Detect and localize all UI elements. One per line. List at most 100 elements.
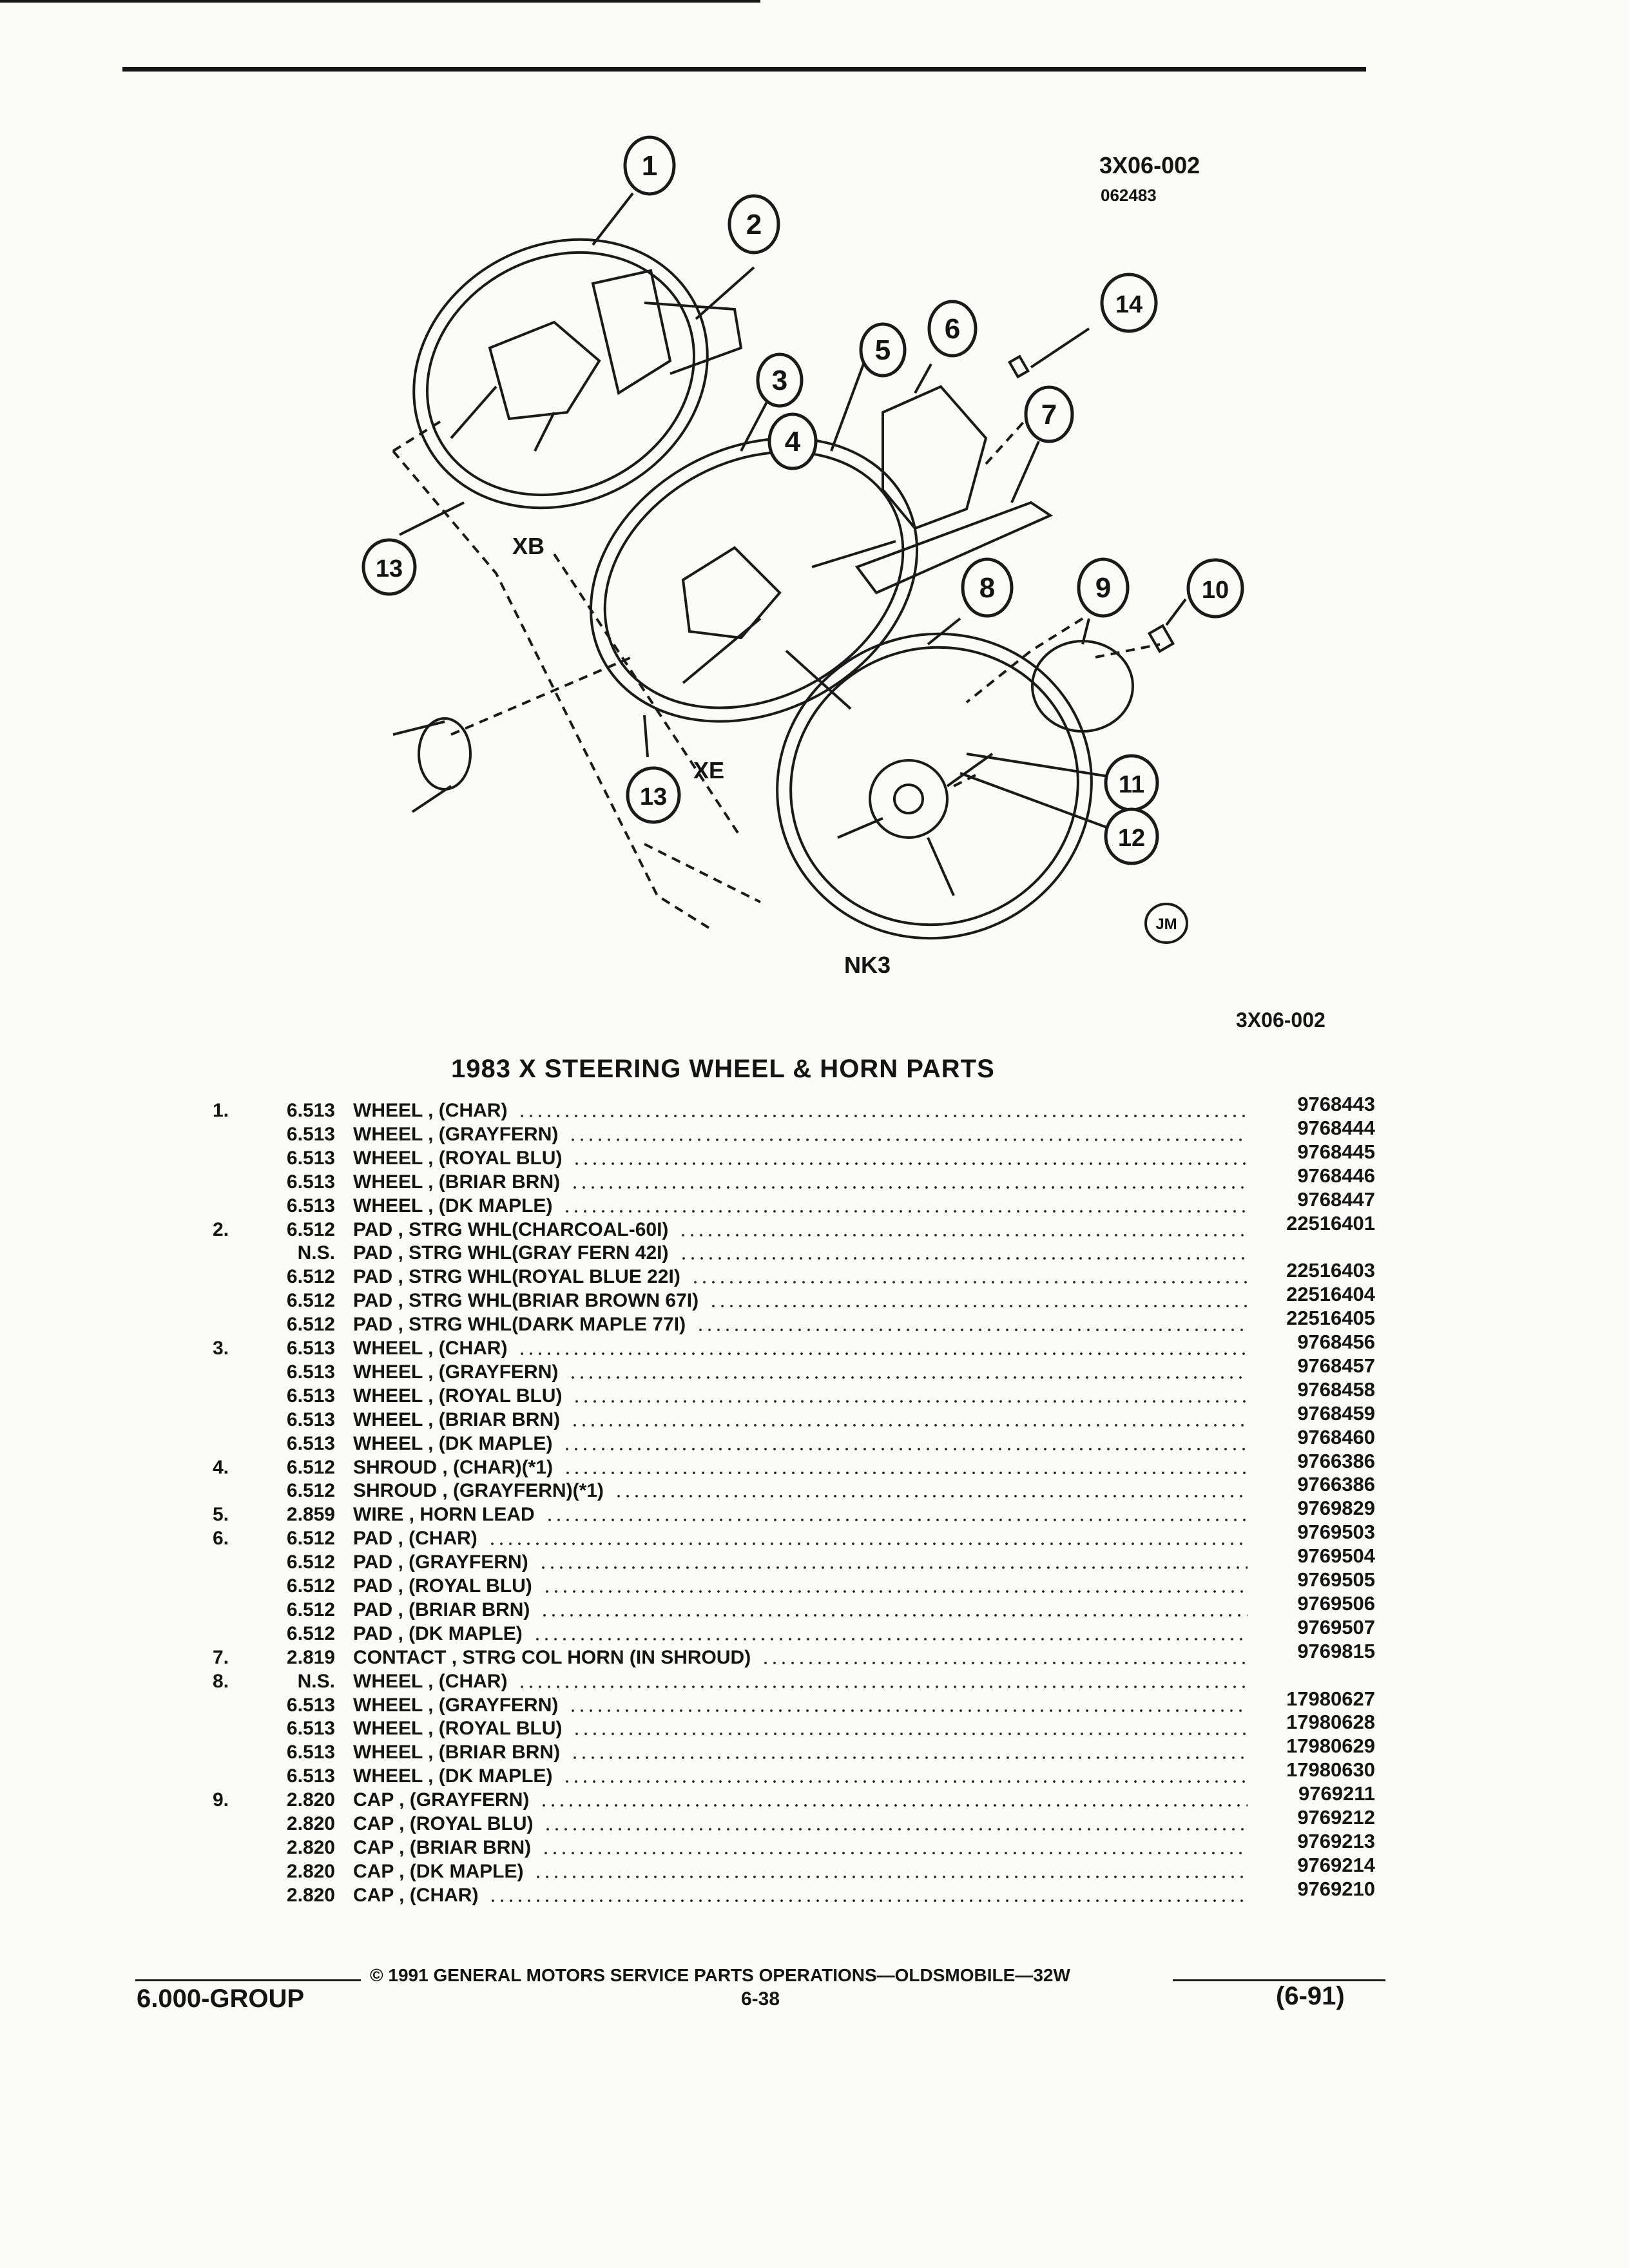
- part-description: CAP , (BRIAR BRN): [353, 1836, 532, 1858]
- part-number: 22516404: [1286, 1283, 1375, 1306]
- artist-mark-text: JM: [1155, 916, 1177, 933]
- part-number: 9766386: [1297, 1473, 1375, 1496]
- part-description: WHEEL , (BRIAR BRN): [353, 1742, 561, 1763]
- page-number: 6-38: [741, 1988, 780, 2010]
- leader-dots: [545, 1517, 1248, 1523]
- part-item-number: 3.: [213, 1338, 229, 1359]
- leader-dots: [679, 1256, 1248, 1262]
- callout-numbers: 1 2 3 4 5 6 7 8 9 10 11 12 13 13 14 JM: [376, 150, 1229, 933]
- header-rule: [122, 67, 1366, 72]
- part-group-code: 2.820: [286, 1860, 335, 1882]
- callout-5: [859, 322, 907, 378]
- steering-column-outline: [392, 398, 1161, 929]
- leader-dots: [691, 1280, 1248, 1285]
- part-item-number: 6.: [213, 1528, 229, 1550]
- part-description: WHEEL , (GRAYFERN): [353, 1694, 559, 1716]
- part-group-code: 6.512: [286, 1622, 335, 1644]
- part-group-code: 6.513: [286, 1100, 335, 1121]
- leader-dots: [488, 1898, 1248, 1903]
- model-labels: XB XE NK3: [512, 533, 891, 978]
- part-number: 9768460: [1297, 1425, 1375, 1448]
- callout-7: [1024, 385, 1074, 443]
- footer-rule-left: [135, 1979, 361, 1981]
- leader-dots: [696, 1327, 1248, 1333]
- callout-13-xb-text: 13: [376, 555, 403, 582]
- callout-3: [756, 352, 804, 408]
- part-description: WHEEL , (CHAR): [353, 1670, 508, 1692]
- part-group-code: 6.512: [286, 1456, 335, 1478]
- part-group-code: 2.820: [286, 1884, 335, 1906]
- callout-9-text: 9: [1095, 572, 1111, 604]
- callout-6: [927, 300, 978, 358]
- leader-dots: [541, 1850, 1248, 1856]
- leader-dots: [540, 1612, 1248, 1618]
- part-number: 9768458: [1297, 1378, 1375, 1401]
- part-number: 9769815: [1297, 1639, 1375, 1662]
- part-group-code: 6.513: [286, 1361, 335, 1383]
- artist-mark-circle: [1144, 903, 1188, 944]
- parts-row: N.S.PAD , STRG WHL(GRAY FERN 42I): [0, 1242, 1629, 1265]
- part-description: SHROUD , (CHAR)(*1): [353, 1456, 553, 1478]
- part-number: 9768445: [1297, 1140, 1375, 1163]
- part-description: PAD , STRG WHL(BRIAR BROWN 67I): [353, 1290, 699, 1312]
- horn-cap: [1031, 640, 1134, 733]
- part-number: 9769504: [1297, 1544, 1375, 1568]
- callout-1-text: 1: [642, 150, 657, 182]
- part-item-number: 5.: [213, 1504, 229, 1526]
- part-description: SHROUD , (GRAYFERN)(*1): [353, 1480, 604, 1502]
- part-10-clip: [1147, 624, 1175, 653]
- part-group-code: N.S.: [297, 1670, 335, 1692]
- part-item-number: 7.: [213, 1646, 229, 1668]
- part-group-code: 6.512: [286, 1480, 335, 1502]
- callout-9: [1077, 557, 1130, 618]
- top-edge-rule: [0, 0, 760, 3]
- part-description: CAP , (CHAR): [353, 1884, 479, 1906]
- part-group-code: 6.512: [286, 1266, 335, 1288]
- leader-dots: [517, 1351, 1248, 1356]
- part-group-code: 6.512: [286, 1599, 335, 1620]
- callout-4-text: 4: [785, 426, 801, 457]
- part-number: 9769214: [1297, 1853, 1375, 1876]
- leader-dots: [570, 1755, 1248, 1761]
- part-description: PAD , STRG WHL(DARK MAPLE 77I): [353, 1314, 686, 1336]
- callout-11-text: 11: [1119, 771, 1144, 798]
- part-group-code: 6.513: [286, 1147, 335, 1169]
- part-group-code: 2.819: [286, 1646, 335, 1668]
- part-group-code: 2.820: [286, 1813, 335, 1834]
- callout-14-text: 14: [1115, 291, 1142, 318]
- leader-dots: [709, 1303, 1248, 1309]
- part-group-code: 6.513: [286, 1195, 335, 1216]
- leader-dots: [563, 1208, 1248, 1214]
- group-label: 6.000-GROUP: [137, 1984, 305, 2013]
- callout-6-text: 6: [945, 313, 960, 345]
- part-group-code: 6.512: [286, 1218, 335, 1240]
- part-group-code: 6.512: [286, 1528, 335, 1550]
- leader-lines: [399, 192, 1187, 829]
- part-number: 9768459: [1297, 1401, 1375, 1425]
- part-group-code: 6.513: [286, 1718, 335, 1740]
- part-description: WHEEL , (CHAR): [353, 1100, 508, 1121]
- part-group-code: 6.513: [286, 1432, 335, 1454]
- callout-8-text: 8: [979, 572, 995, 604]
- part-description: WIRE , HORN LEAD: [353, 1504, 535, 1526]
- leader-dots: [761, 1660, 1248, 1666]
- part-number: 9768456: [1297, 1331, 1375, 1353]
- wheel-xb: [412, 238, 743, 510]
- part-number: 22516401: [1286, 1211, 1375, 1235]
- part-description: WHEEL , (ROYAL BLU): [353, 1385, 563, 1407]
- leader-dots: [568, 1707, 1248, 1713]
